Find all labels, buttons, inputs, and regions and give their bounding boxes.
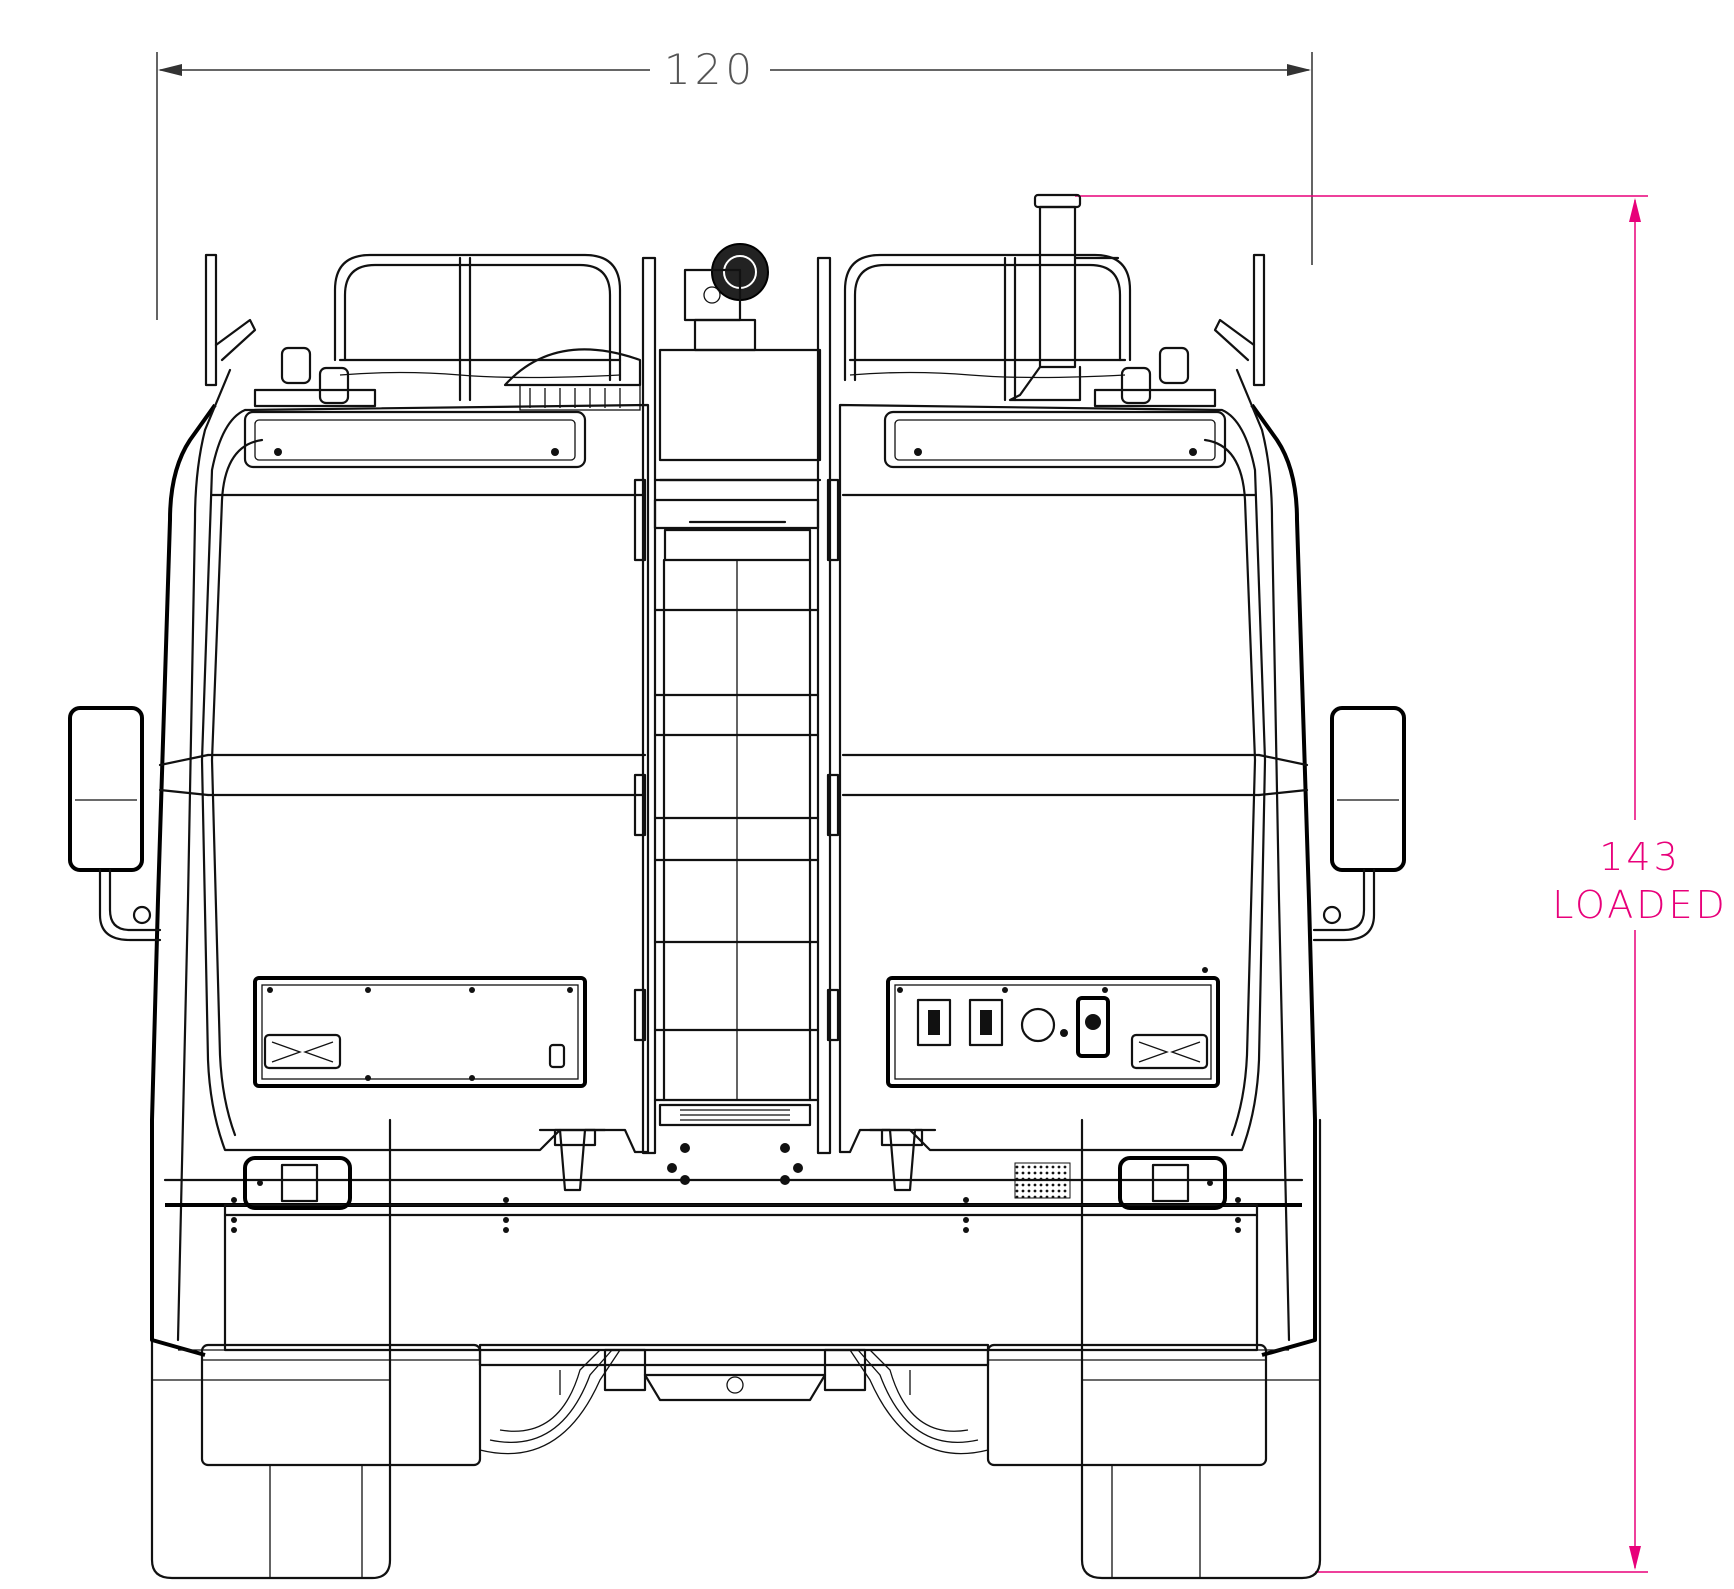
- left-light-bar: [243, 410, 587, 469]
- right-mirror: [1312, 706, 1406, 942]
- switch-2: [968, 998, 1004, 1047]
- cab-body: [150, 348, 1317, 1357]
- undercarriage: [478, 1343, 990, 1455]
- roof-fan: [503, 348, 642, 411]
- left-hitch-bracket: [538, 1128, 607, 1192]
- hose-reel: [683, 243, 769, 352]
- left-mud-flap: [200, 1343, 482, 1467]
- width-arrow-left: [158, 64, 182, 76]
- height-dimension: 143 LOADED: [1075, 195, 1728, 1573]
- height-arrow-bottom: [1629, 1546, 1641, 1570]
- right-hitch-bracket: [868, 1128, 937, 1192]
- vent-grille: [1014, 1162, 1071, 1199]
- right-marker-light: [1130, 1033, 1209, 1070]
- right-wheels: [1080, 1118, 1322, 1580]
- right-tail-light: [1118, 1156, 1227, 1210]
- height-dimension-note: LOADED: [1552, 883, 1728, 927]
- outlet: [1076, 996, 1110, 1058]
- right-beacons: [1093, 346, 1217, 408]
- left-beacons: [253, 346, 377, 408]
- height-arrow-top: [1629, 198, 1641, 222]
- switch-1: [916, 998, 952, 1047]
- right-mud-flap: [986, 1343, 1268, 1467]
- left-marker-light: [263, 1033, 342, 1070]
- ladder: [633, 256, 840, 1155]
- left-mirror: [68, 706, 162, 942]
- width-dimension: 120: [156, 45, 1313, 320]
- left-compartment-panel: [253, 976, 587, 1088]
- width-arrow-right: [1287, 64, 1311, 76]
- connector-socket: [1020, 1007, 1056, 1043]
- center-bolts: [231, 1143, 1241, 1233]
- right-light-bar: [883, 410, 1227, 469]
- exhaust-stack: [1008, 193, 1120, 402]
- left-tail-light: [243, 1156, 352, 1210]
- right-compartment-panel: [886, 967, 1220, 1088]
- left-wheels: [150, 1118, 392, 1580]
- height-dimension-value: 143: [1599, 835, 1681, 879]
- width-dimension-label: 120: [664, 45, 756, 94]
- roof-rails: [204, 253, 1266, 402]
